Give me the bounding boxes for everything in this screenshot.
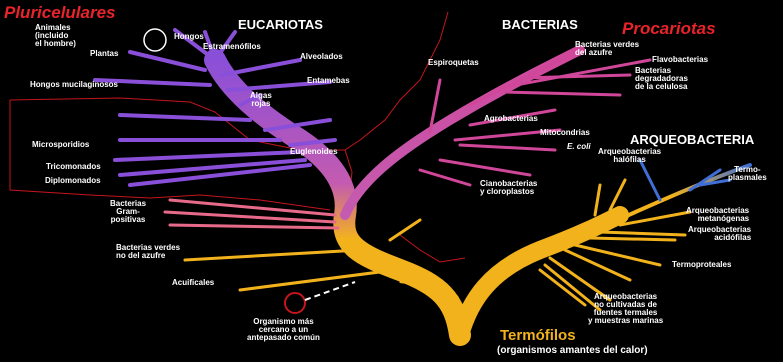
heading-procariotas: Procariotas — [622, 20, 716, 38]
label-microsporidios: Microsporidios — [32, 141, 89, 149]
label-termoproteales: Termoproteales — [672, 261, 731, 269]
label-agrobacterias: Agrobacterias — [484, 115, 538, 123]
label-acidofilas: Arqueobacterias acidófilas — [688, 226, 751, 242]
ancestor-connector — [305, 282, 355, 300]
label-hongos: Hongos — [174, 33, 204, 41]
label-euglenoides: Euglenoides — [290, 148, 338, 156]
label-bacterias-gram-positivas: Bacterias Gram- positivas — [110, 200, 146, 224]
label-bacterias-verdes-no-azufre: Bacterias verdes no del azufre — [116, 244, 180, 260]
label-ancestor: Organismo más cercano a un antepasado co… — [247, 318, 320, 342]
label-tricomonados: Tricomonados — [46, 163, 101, 171]
heading-arqueobacteria: ARQUEOBACTERIA — [630, 133, 754, 147]
heading-bacterias: BACTERIAS — [502, 18, 578, 32]
label-metanogenas: Arqueobacterias metanógenas — [686, 207, 749, 223]
lower-bacteria-branches — [165, 200, 338, 228]
label-halofilas: Arqueobacterias halófilas — [598, 148, 661, 164]
label-termoplasmales: Termo- plasmales — [728, 166, 767, 182]
label-mitocondrias: Mitocondrias — [540, 129, 590, 137]
heading-termofilos: Termófilos — [500, 327, 576, 344]
label-hongos-mucilaginosos: Hongos mucilaginosos — [30, 81, 118, 89]
label-diplomonados: Diplomonados — [45, 177, 101, 185]
heading-eucariotas: EUCARIOTAS — [238, 18, 323, 32]
heading-termofilos-subtitle: (organismos amantes del calor) — [497, 345, 648, 356]
label-algas-rojas: Algas rojas — [250, 92, 272, 108]
label-bacterias-degradadoras: Bacterias degradadoras de la celulosa — [635, 67, 688, 91]
label-plantas: Plantas — [90, 50, 118, 58]
label-estramenofilos: Estramenófilos — [203, 43, 261, 51]
label-entamebas: Entamebas — [307, 77, 350, 85]
label-cianobacterias: Cianobacterias y cloroplastos — [480, 180, 537, 196]
label-acuificales: Acuificales — [172, 279, 214, 287]
label-animales: Animales (incluido el hombre) — [35, 24, 76, 48]
ancestor-circle — [285, 293, 305, 313]
label-e-coli: E. coli — [567, 143, 591, 151]
heading-pluricelulares: Pluricelulares — [4, 4, 116, 22]
label-espiroquetas: Espiroquetas — [428, 59, 479, 67]
label-flavobacterias: Flavobacterias — [652, 56, 708, 64]
label-alveolados: Alveolados — [300, 53, 343, 61]
animals-marker-circle — [144, 29, 166, 51]
label-bacterias-verdes-azufre: Bacterias verdes del azufre — [575, 41, 639, 57]
label-no-cultivadas: Arqueobacterias no cultivadas de fuentes… — [588, 293, 663, 325]
